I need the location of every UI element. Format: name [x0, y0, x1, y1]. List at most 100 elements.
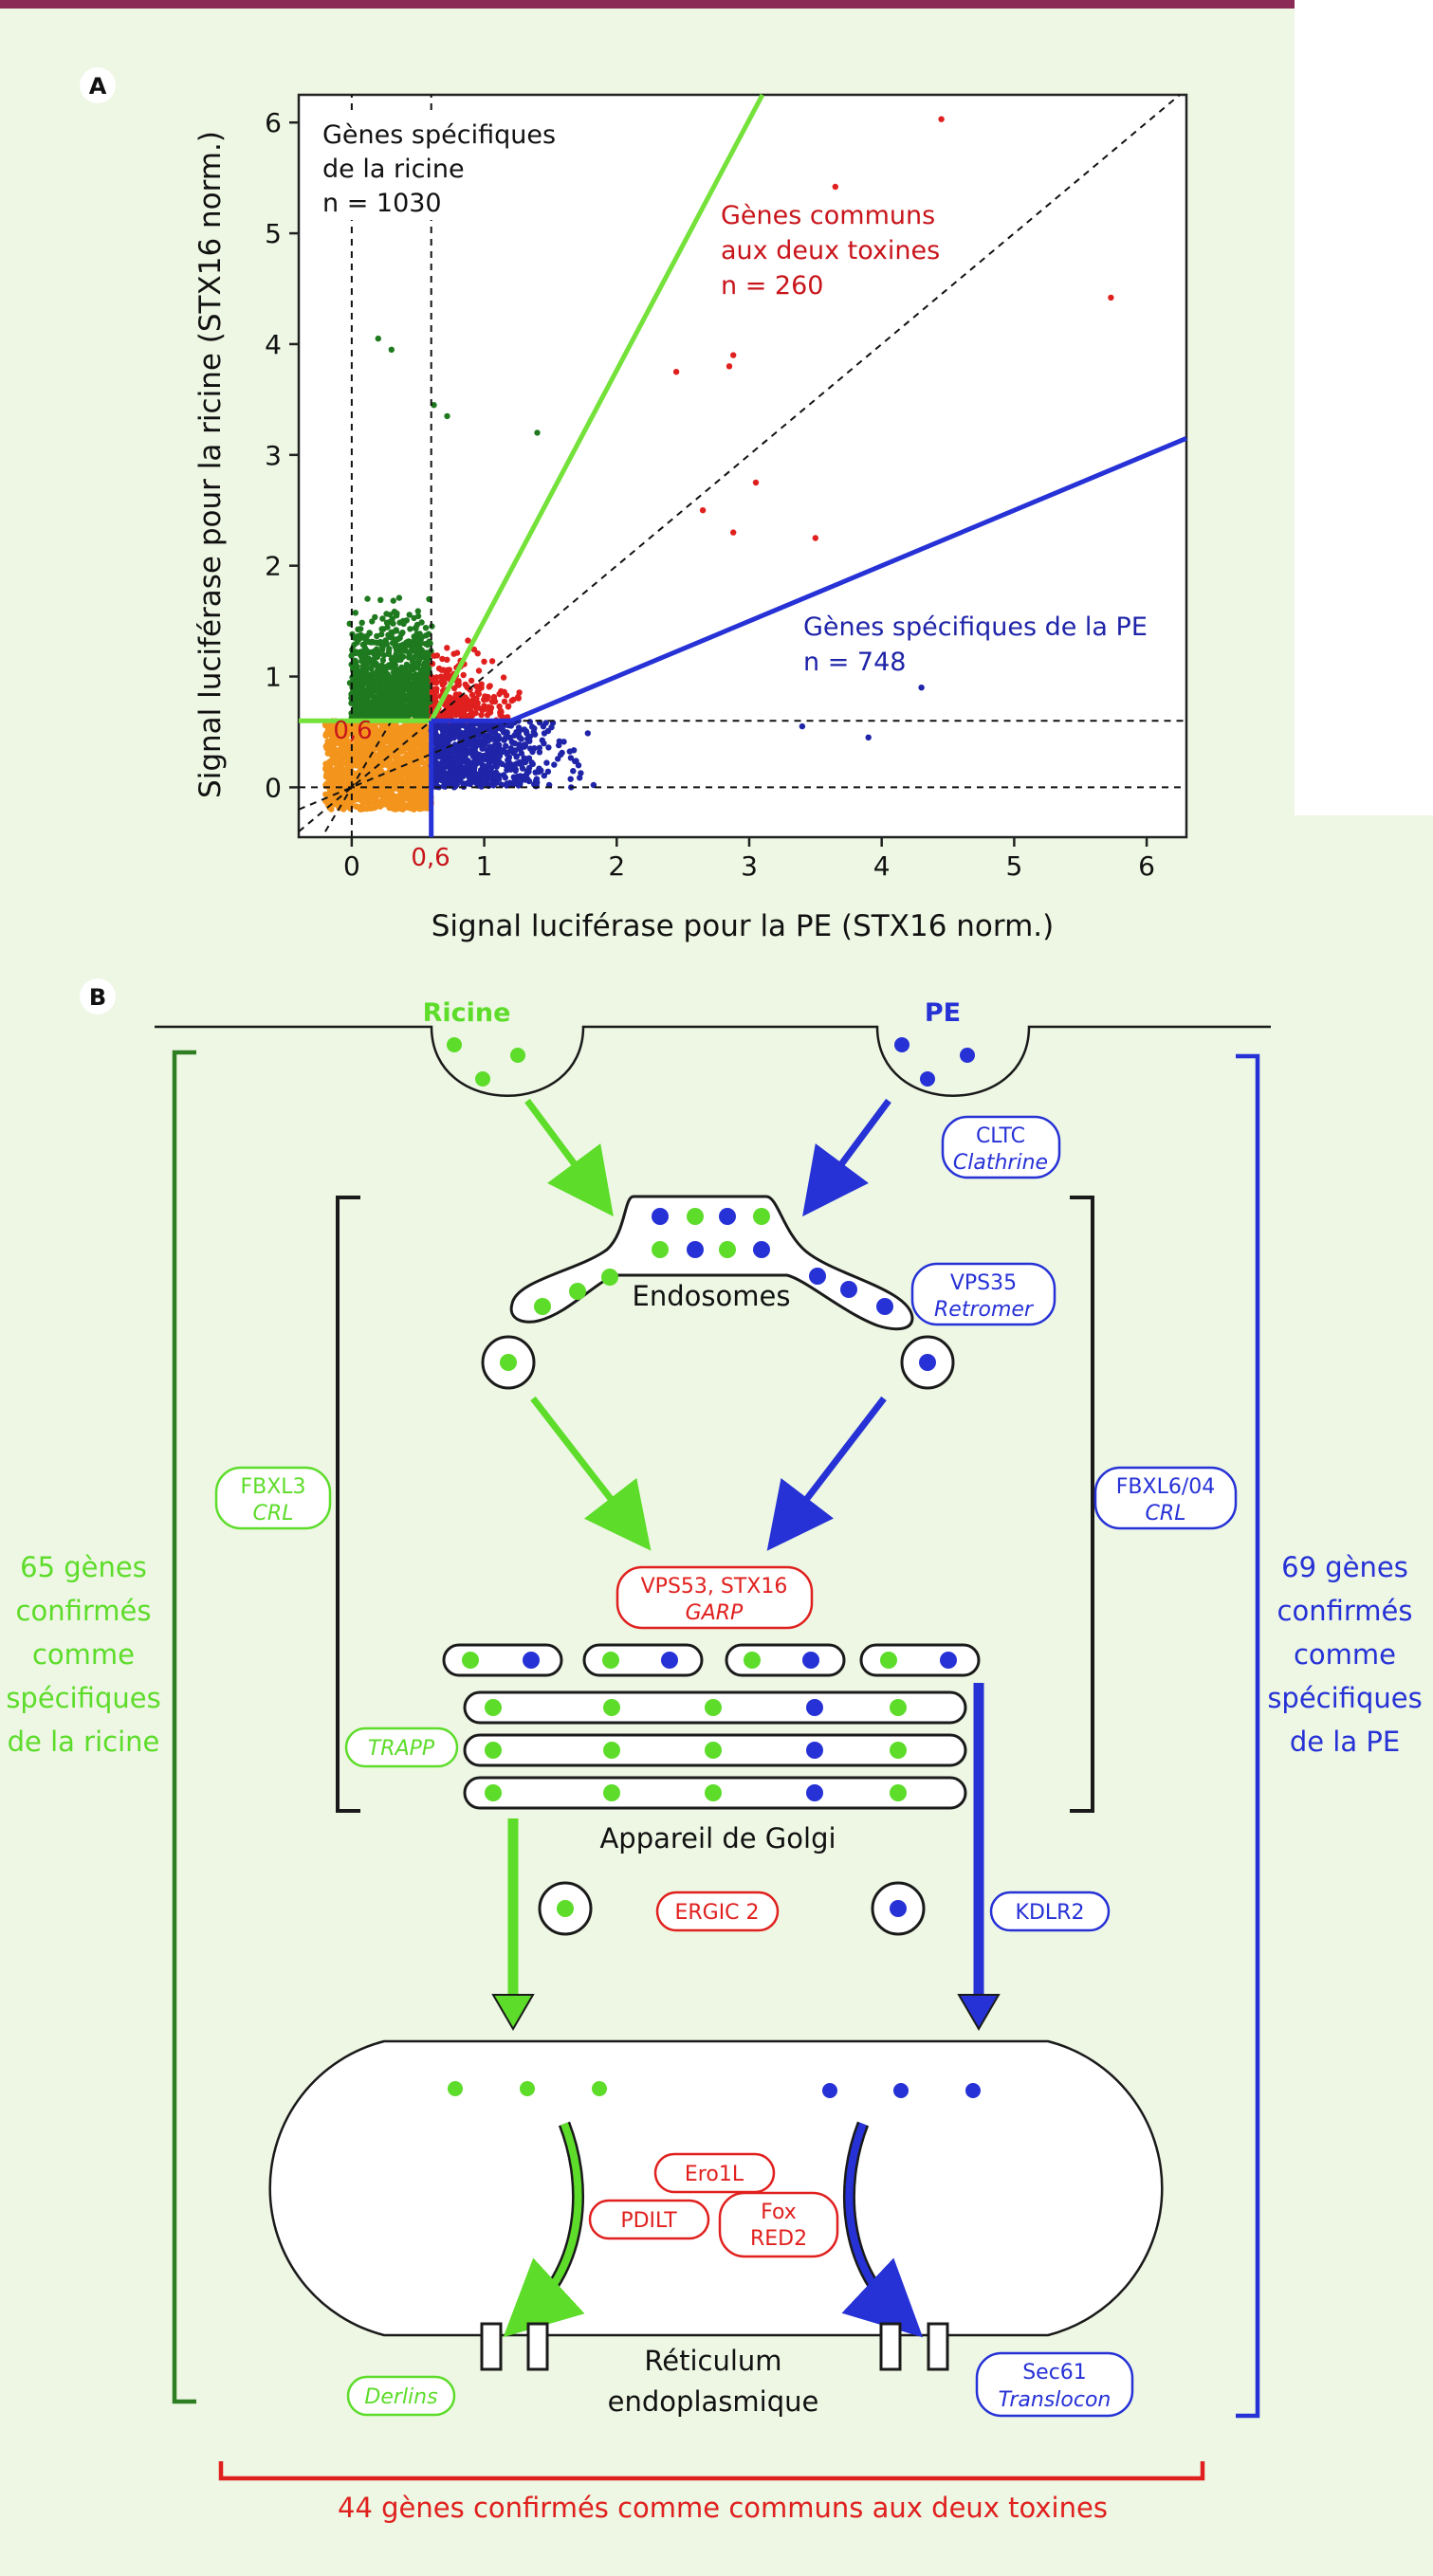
other-gene-point — [405, 787, 412, 794]
ricin-gene-point — [393, 669, 399, 676]
ergic-box-line1: ERGIC 2 — [674, 1901, 759, 1925]
pe-gene-point — [462, 743, 468, 750]
common-gene-point — [442, 674, 449, 682]
common-gene-point — [450, 685, 458, 692]
plasma-membrane — [155, 1025, 1271, 1097]
pe-gene-point — [460, 780, 467, 787]
other-gene-point — [423, 732, 430, 739]
other-gene-point — [326, 742, 333, 749]
pe-dot — [806, 1742, 823, 1759]
ricin-channel — [526, 2322, 549, 2371]
common-gene-point — [478, 681, 485, 687]
er-label-line2: endoplasmique — [608, 2385, 819, 2418]
pe-gene-point — [472, 749, 479, 756]
other-gene-point — [413, 734, 420, 740]
ricin-dot — [890, 1742, 907, 1759]
cltc-box-frame — [941, 1115, 1061, 1179]
pe-dot — [806, 1784, 823, 1801]
pe-gene-point — [445, 758, 452, 765]
ricin-gene-point — [401, 686, 409, 693]
ricin-gene-point — [393, 612, 400, 619]
pe-gene-point — [502, 775, 508, 781]
other-gene-point — [355, 753, 362, 759]
ricin-gene-point — [382, 637, 389, 644]
ero1l-box-frame — [653, 2152, 776, 2194]
other-gene-point — [392, 735, 398, 742]
derlins-box-line1: Derlins — [364, 2385, 437, 2409]
ricin-gene-point — [410, 706, 417, 713]
other-gene-point — [336, 750, 343, 758]
ricin-gene-point — [396, 619, 403, 626]
ricin-gene-point — [403, 661, 411, 668]
ricin-gene-point — [415, 678, 422, 685]
pe-annotation-line1: Gènes spécifiques de la PE — [803, 612, 1148, 642]
x-tick-label: 2 — [608, 850, 625, 882]
ricin-gene-point — [382, 680, 389, 686]
ricin-dot — [880, 1652, 897, 1669]
y-tick-label: 0 — [265, 772, 282, 803]
ricin-dot — [719, 1241, 736, 1258]
ricin-gene-point — [380, 665, 387, 672]
ricin-gene-point — [356, 697, 362, 703]
ricin-to-golgi-arrow — [530, 1396, 652, 1551]
ricin-dot — [753, 1208, 770, 1225]
pe-gene-point — [448, 765, 454, 772]
common-gene-point — [461, 705, 468, 713]
other-gene-point — [353, 743, 359, 751]
common-gene-point — [501, 698, 508, 705]
other-gene-point — [342, 756, 349, 762]
pe-channel — [879, 2322, 902, 2371]
ricin-bracket-line: spécifiques — [6, 1682, 160, 1714]
ricin-group-annotation: Gènes spécifiques de la ricine n = 1030 — [316, 114, 562, 220]
common-gene-point — [726, 363, 733, 370]
pe-gene-point — [515, 724, 523, 731]
pe-gene-point — [468, 769, 474, 776]
ricin-gene-point — [359, 641, 366, 649]
common-gene-point — [444, 656, 450, 663]
common-gene-point — [752, 479, 760, 486]
pe-dot — [876, 1298, 893, 1315]
pe-gene-point — [556, 738, 562, 745]
pe-gene-point — [551, 761, 558, 768]
other-gene-point — [377, 803, 383, 810]
ricin-annotation-bg — [316, 114, 562, 220]
ricin-gene-point — [354, 639, 360, 646]
pe-gene-point — [534, 779, 541, 786]
common-gene-point — [438, 667, 445, 673]
other-gene-point — [410, 778, 416, 785]
vps35-box: VPS35 Retromer — [910, 1262, 1056, 1326]
pe-bracket-line: 69 gènes — [1281, 1551, 1408, 1583]
pe-gene-point — [489, 728, 496, 735]
other-gene-point — [353, 787, 359, 794]
pe-gene-point — [513, 729, 520, 736]
other-gene-point — [343, 730, 351, 737]
pe-gene-point — [487, 743, 494, 750]
pe-gene-point — [566, 748, 573, 755]
common-gene-point — [515, 695, 522, 702]
pe-dot — [919, 1354, 936, 1371]
pe-gene-point — [450, 725, 457, 733]
other-gene-point — [377, 748, 384, 755]
pe-gene-point — [507, 745, 514, 752]
ricin-gene-point — [353, 709, 359, 716]
ricin-dot — [534, 1298, 551, 1315]
ricin-gene-point — [392, 663, 398, 670]
ricin-gene-point — [399, 677, 406, 685]
ricin-dot — [557, 1900, 574, 1917]
pe-gene-point — [440, 745, 447, 753]
other-gene-point — [351, 760, 358, 767]
other-gene-point — [373, 730, 380, 738]
ricin-dot — [475, 1071, 490, 1087]
golgi-vesicle — [582, 1643, 704, 1677]
other-gene-point — [409, 747, 416, 755]
pe-gene-point — [435, 734, 442, 740]
common-gene-point — [454, 708, 461, 716]
other-gene-point — [384, 781, 392, 788]
y-tick-label: 4 — [265, 329, 282, 360]
x-tick-label: 3 — [741, 850, 758, 882]
ricin-gene-point — [400, 647, 407, 654]
other-gene-point — [379, 722, 386, 729]
common-gene-point — [468, 677, 475, 685]
pe-gene-point — [442, 783, 449, 790]
